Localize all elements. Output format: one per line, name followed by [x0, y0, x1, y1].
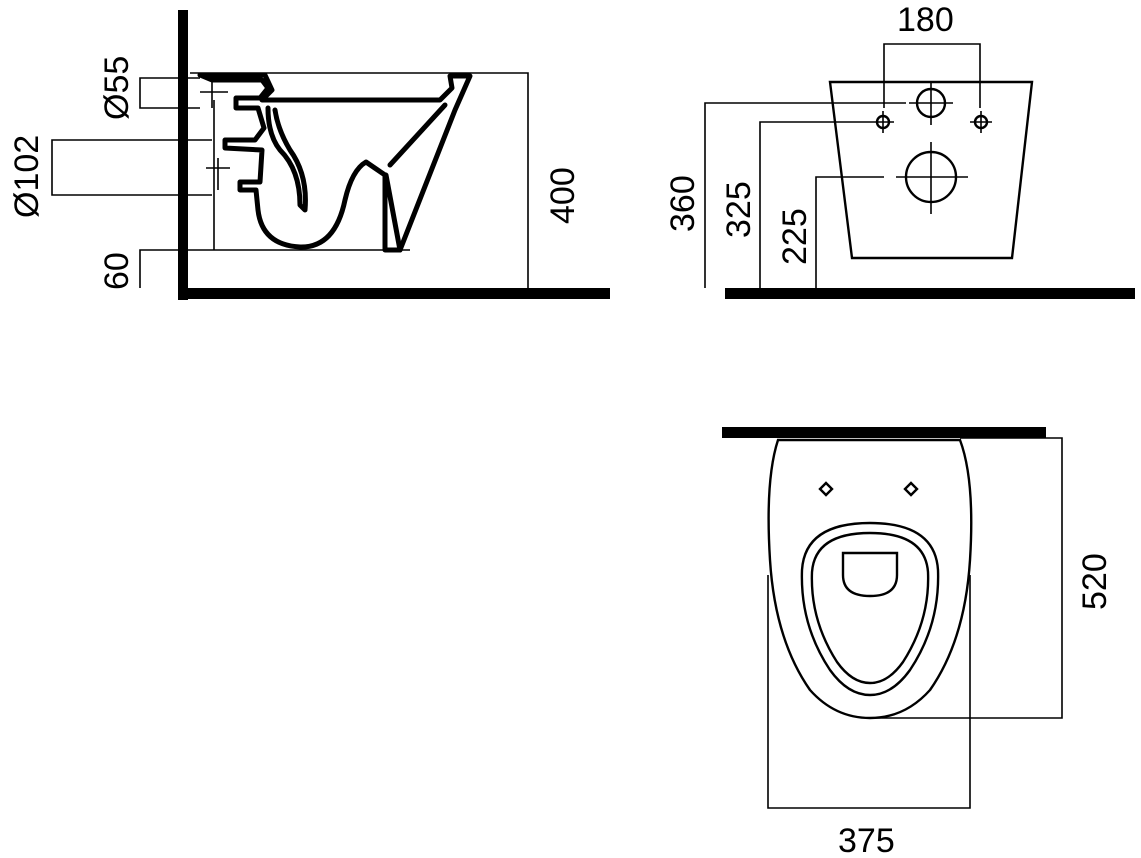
top-view: 520 375 — [722, 427, 1114, 858]
rear-view: 180 360 325 225 — [664, 1, 1135, 299]
dim-height-360: 360 — [664, 175, 702, 232]
seat-ring — [800, 521, 940, 697]
bowl-outline — [197, 72, 473, 253]
wall — [178, 10, 188, 300]
inner-opening — [841, 551, 899, 598]
floor-line — [178, 288, 610, 299]
dim-floor-offset: 60 — [98, 252, 136, 290]
dim-outlet-diameter: Ø55 — [98, 56, 136, 120]
height-dimension-lines — [190, 72, 529, 288]
dim-bolt-spacing: 180 — [897, 1, 954, 39]
side-view: Ø55 Ø102 60 400 — [8, 10, 610, 300]
dim-height-225: 225 — [776, 208, 814, 265]
dim-height-325: 325 — [720, 181, 758, 238]
floor-line-rear — [725, 288, 1135, 299]
bowl-top-outline — [767, 438, 973, 720]
rear-outline — [828, 80, 1034, 260]
dim-length: 520 — [1076, 553, 1114, 610]
dim-width: 375 — [838, 822, 895, 858]
bowl-inner — [265, 105, 308, 213]
dim-height: 400 — [544, 167, 582, 224]
dim-drain-diameter: Ø102 — [8, 135, 46, 218]
wall-top — [722, 427, 1046, 438]
